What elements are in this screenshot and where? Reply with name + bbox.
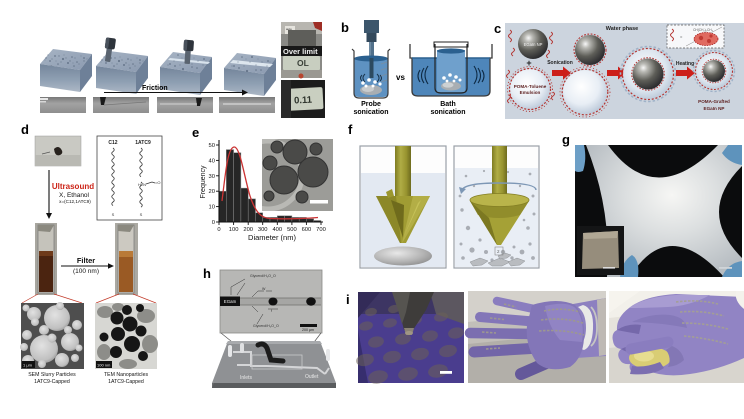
svg-text:100 nm: 100 nm xyxy=(97,363,111,368)
svg-text:500: 500 xyxy=(287,227,297,233)
svg-text:e: e xyxy=(192,125,199,140)
svg-text:400: 400 xyxy=(272,227,282,233)
svg-text:0: 0 xyxy=(212,220,215,226)
svg-text:Glycerol/H₂O_O: Glycerol/H₂O_O xyxy=(250,274,276,278)
svg-text:=: = xyxy=(680,34,683,39)
svg-text:Heating: Heating xyxy=(676,61,694,67)
svg-text:Frequency: Frequency xyxy=(200,165,207,199)
svg-text:1ATC9-Capped: 1ATC9-Capped xyxy=(108,379,144,385)
svg-text:Probe: Probe xyxy=(361,101,381,108)
svg-text:700: 700 xyxy=(316,227,326,233)
svg-text:X, Ethanol: X, Ethanol xyxy=(59,192,90,199)
svg-text:sonication: sonication xyxy=(430,109,465,116)
svg-text:Outlet: Outlet xyxy=(305,374,319,380)
svg-text:Sonication: Sonication xyxy=(547,60,573,66)
svg-text:EGaIn NP: EGaIn NP xyxy=(524,42,543,47)
svg-text:CH(CH₂)₆CH₃: CH(CH₂)₆CH₃ xyxy=(693,28,713,32)
svg-text:600: 600 xyxy=(302,227,312,233)
svg-text:50: 50 xyxy=(209,143,215,149)
svg-text:auto: auto xyxy=(286,27,292,31)
svg-text:1ATC9: 1ATC9 xyxy=(135,140,151,146)
svg-text:2: 2 xyxy=(497,249,500,254)
svg-text:0.11: 0.11 xyxy=(294,95,313,107)
svg-text:1ATC9-Capped: 1ATC9-Capped xyxy=(34,379,70,385)
svg-text:Bath: Bath xyxy=(440,101,456,108)
svg-text:10: 10 xyxy=(209,205,215,211)
svg-text:g: g xyxy=(562,132,570,147)
svg-text:Ultrasound: Ultrasound xyxy=(52,182,94,191)
svg-text:40: 40 xyxy=(209,158,215,164)
svg-text:S: S xyxy=(112,212,115,217)
svg-text:0: 0 xyxy=(217,227,220,233)
svg-text:W: W xyxy=(262,287,266,291)
svg-text:H–N: H–N xyxy=(138,182,146,187)
svg-text:C12: C12 xyxy=(108,140,117,146)
svg-text:100: 100 xyxy=(229,227,239,233)
svg-text:200 μm: 200 μm xyxy=(302,328,314,332)
svg-text:SEM Slurry Particles: SEM Slurry Particles xyxy=(28,372,76,378)
svg-text:h: h xyxy=(203,266,211,281)
svg-text:Inlets: Inlets xyxy=(240,375,252,381)
svg-text:vs: vs xyxy=(396,73,405,82)
svg-text:+: + xyxy=(526,58,531,68)
svg-text:300: 300 xyxy=(258,227,268,233)
svg-text:S: S xyxy=(140,212,143,217)
svg-text:EGaIn NP: EGaIn NP xyxy=(704,106,725,111)
svg-text:30: 30 xyxy=(209,174,215,180)
svg-text:c: c xyxy=(494,21,501,36)
svg-text:Over limit: Over limit xyxy=(283,47,318,56)
svg-text:POMA-Grafted: POMA-Grafted xyxy=(698,99,730,104)
svg-text:POMA-Toluene: POMA-Toluene xyxy=(514,84,547,89)
svg-text:Glycerol/H₂O_O: Glycerol/H₂O_O xyxy=(253,324,279,328)
svg-text:OL: OL xyxy=(297,58,309,68)
svg-text:EGaIn: EGaIn xyxy=(224,299,237,304)
svg-text:200: 200 xyxy=(243,227,253,233)
svg-text:b: b xyxy=(341,20,349,35)
svg-text:sonication: sonication xyxy=(353,109,388,116)
svg-text:f: f xyxy=(348,122,353,137)
svg-text:Water phase: Water phase xyxy=(606,26,639,32)
svg-text:Diameter (nm): Diameter (nm) xyxy=(248,233,296,242)
svg-text:Friction: Friction xyxy=(142,85,168,92)
svg-text:f: f xyxy=(271,309,272,313)
svg-text:(100 nm): (100 nm) xyxy=(73,268,99,275)
svg-text:x=(C12,1ATC9): x=(C12,1ATC9) xyxy=(59,199,91,204)
svg-text:20: 20 xyxy=(209,189,215,195)
svg-text:i: i xyxy=(346,292,350,307)
svg-text:1 μm: 1 μm xyxy=(23,363,33,368)
svg-text:TEM Nanoparticles: TEM Nanoparticles xyxy=(104,372,149,378)
svg-text:=O: =O xyxy=(155,180,160,185)
svg-text:Emulsion: Emulsion xyxy=(520,90,541,95)
svg-text:Filter: Filter xyxy=(77,256,95,265)
svg-text:d: d xyxy=(21,122,29,137)
